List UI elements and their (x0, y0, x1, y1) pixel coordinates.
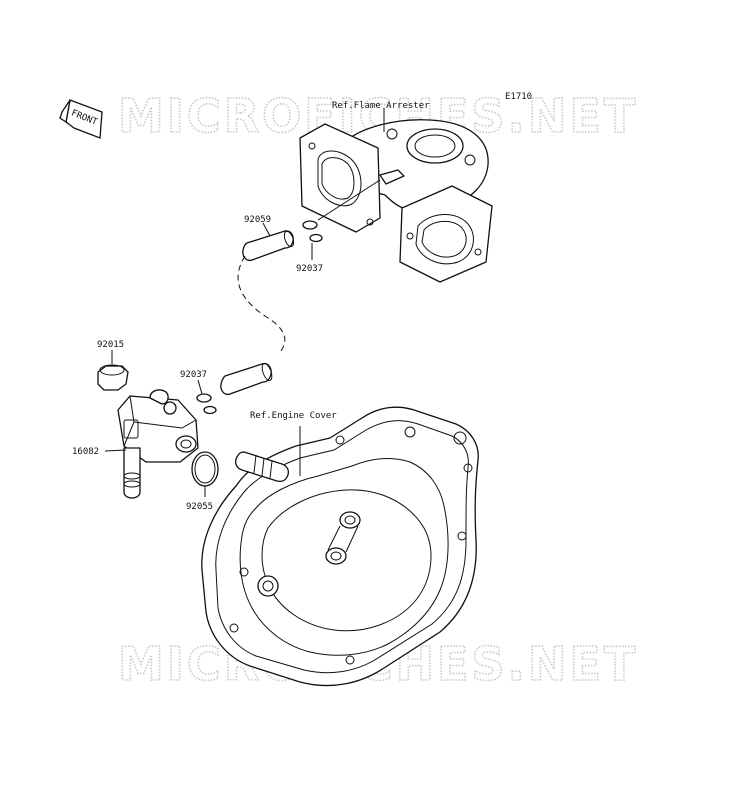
clip-92037-lower (196, 379, 217, 415)
part-label-92037-upper: 92037 (296, 264, 323, 274)
part-label-16082: 16082 (72, 447, 99, 457)
flame-arrester (299, 108, 493, 283)
cap-92015 (97, 350, 129, 391)
clip-92037-upper (302, 179, 381, 260)
oil-pump-16082 (104, 389, 199, 499)
watermark-top: MICROFICHES.NET (118, 89, 638, 143)
part-label-92015: 92015 (97, 340, 124, 350)
o-ring-92055 (191, 451, 219, 497)
diagram-code: E1710 (505, 92, 532, 102)
front-arrow-icon: FRONT (59, 99, 103, 139)
part-label-92037-lower: 92037 (180, 370, 207, 380)
ref-engine-cover-label: Ref.Engine Cover (250, 411, 337, 421)
hose-92059-lower (220, 362, 273, 396)
part-label-92059: 92059 (244, 215, 271, 225)
part-label-92055: 92055 (186, 502, 213, 512)
hose-92059 (242, 230, 295, 262)
engine-cover-fitting (235, 426, 301, 483)
ref-flame-arrester-label: Ref.Flame Arrester (332, 101, 430, 111)
